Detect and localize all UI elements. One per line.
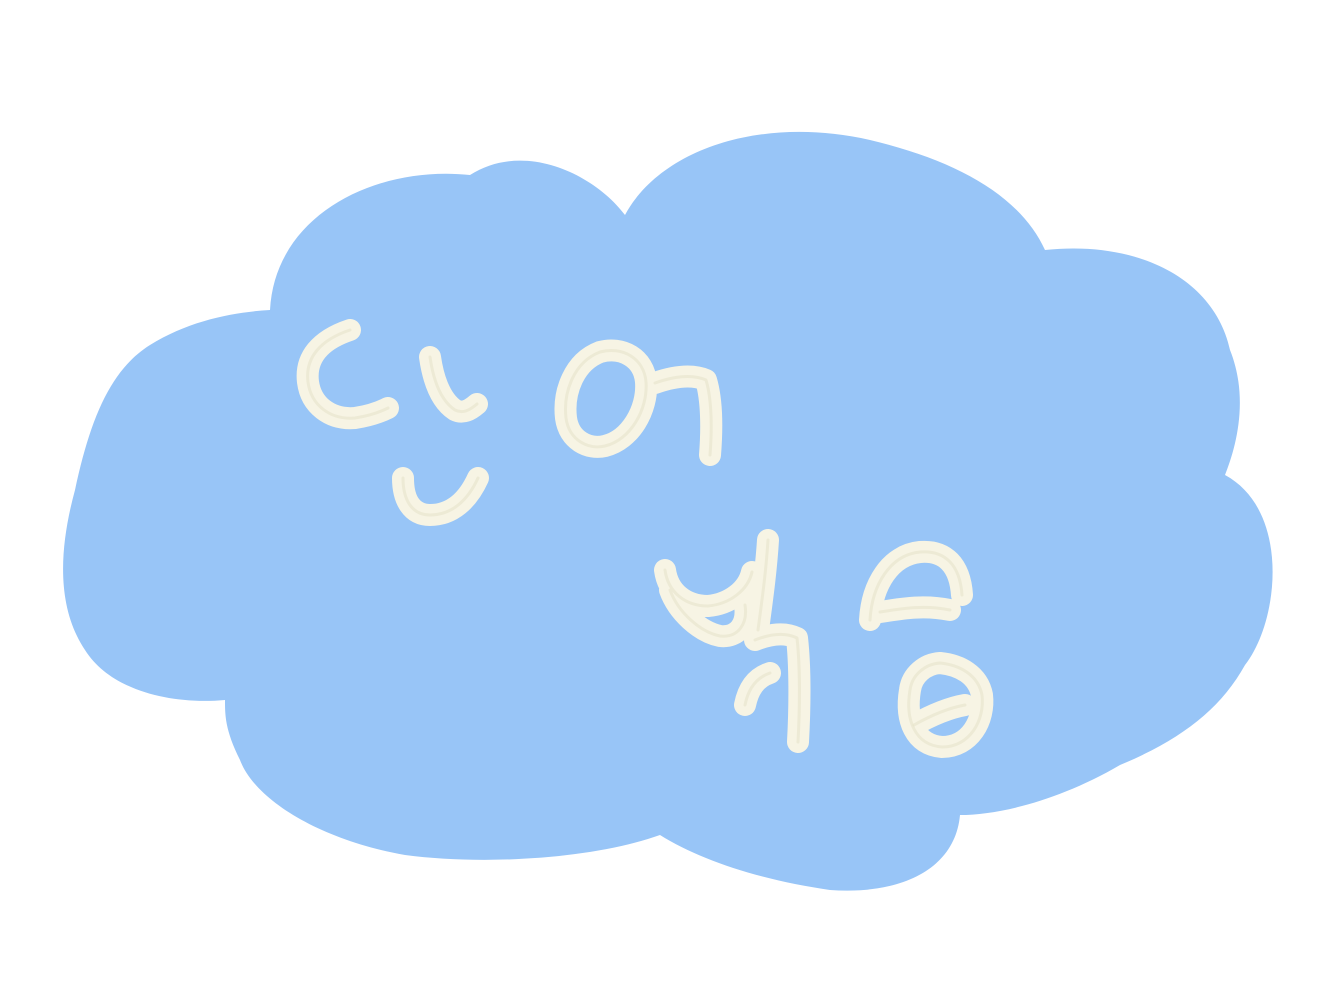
- cloud-shape: [63, 131, 1273, 891]
- glyph-u-shape-texture: [401, 476, 480, 517]
- glyph-o-shape-texture: [564, 349, 648, 449]
- glyph-d-shape-texture: [907, 661, 984, 749]
- glyph-lower-hook-texture: [743, 671, 772, 707]
- bottom-right-handwritten-glyphs: [654, 529, 994, 758]
- glyph-right-open-c-texture: [878, 605, 952, 614]
- glyph-loop-squiggle-texture: [663, 568, 754, 638]
- glyph-c-shape-texture: [306, 328, 390, 420]
- glyph-right-arch-texture: [868, 550, 964, 622]
- glyph-small-hook-texture: [428, 355, 479, 414]
- glyph-seven-shape-texture: [653, 374, 713, 457]
- glyph-vertical-stroke-texture: [756, 538, 770, 632]
- glyph-lower-seven-texture: [753, 632, 801, 744]
- glyph-d-stem-texture: [912, 703, 967, 727]
- top-left-handwritten-glyphs: [296, 319, 723, 526]
